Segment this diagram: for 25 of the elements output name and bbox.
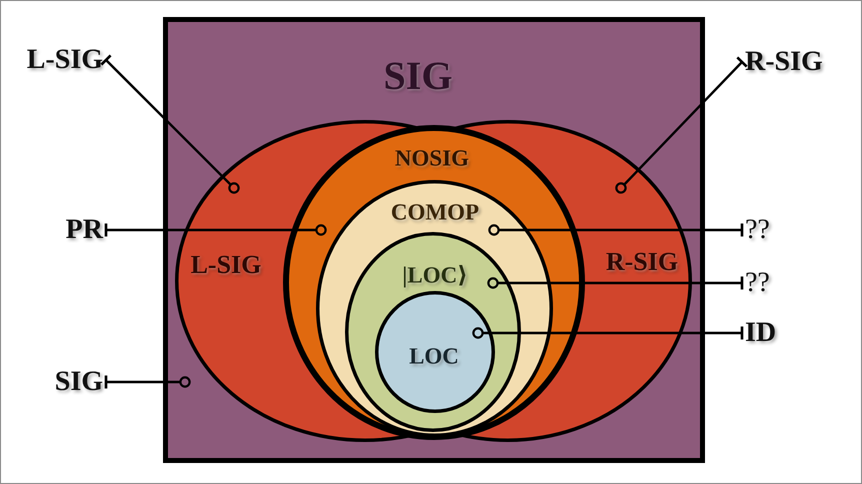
region-label: NOSIG: [394, 146, 470, 170]
region-label: COMOP: [390, 200, 480, 224]
circle-region: [345, 232, 521, 432]
callout-label: PR: [62, 216, 106, 244]
circle-region: [316, 180, 553, 437]
circle-region: [375, 291, 495, 413]
callout-label: L-SIG: [24, 46, 106, 74]
circle-region: [283, 125, 585, 440]
region-label: L-SIG: [190, 252, 262, 278]
leader-line: [487, 275, 744, 291]
callout-label: ID: [742, 319, 780, 347]
callout-label: R-SIG: [742, 48, 826, 76]
region-label: SIG: [384, 56, 452, 96]
callout-label: SIG: [52, 368, 106, 396]
leader-line: [472, 325, 744, 341]
callout-label: ??: [742, 216, 773, 244]
leader-line: [104, 222, 327, 238]
outer-rectangle: [163, 17, 705, 463]
leader-line: [488, 222, 744, 238]
region-label: |LOC⟩: [402, 264, 468, 286]
region-label: LOC: [409, 344, 459, 368]
leader-line: [104, 374, 191, 390]
leader-line: [615, 56, 748, 194]
region-label: R-SIG: [606, 249, 678, 275]
callout-label: ??: [742, 269, 773, 297]
